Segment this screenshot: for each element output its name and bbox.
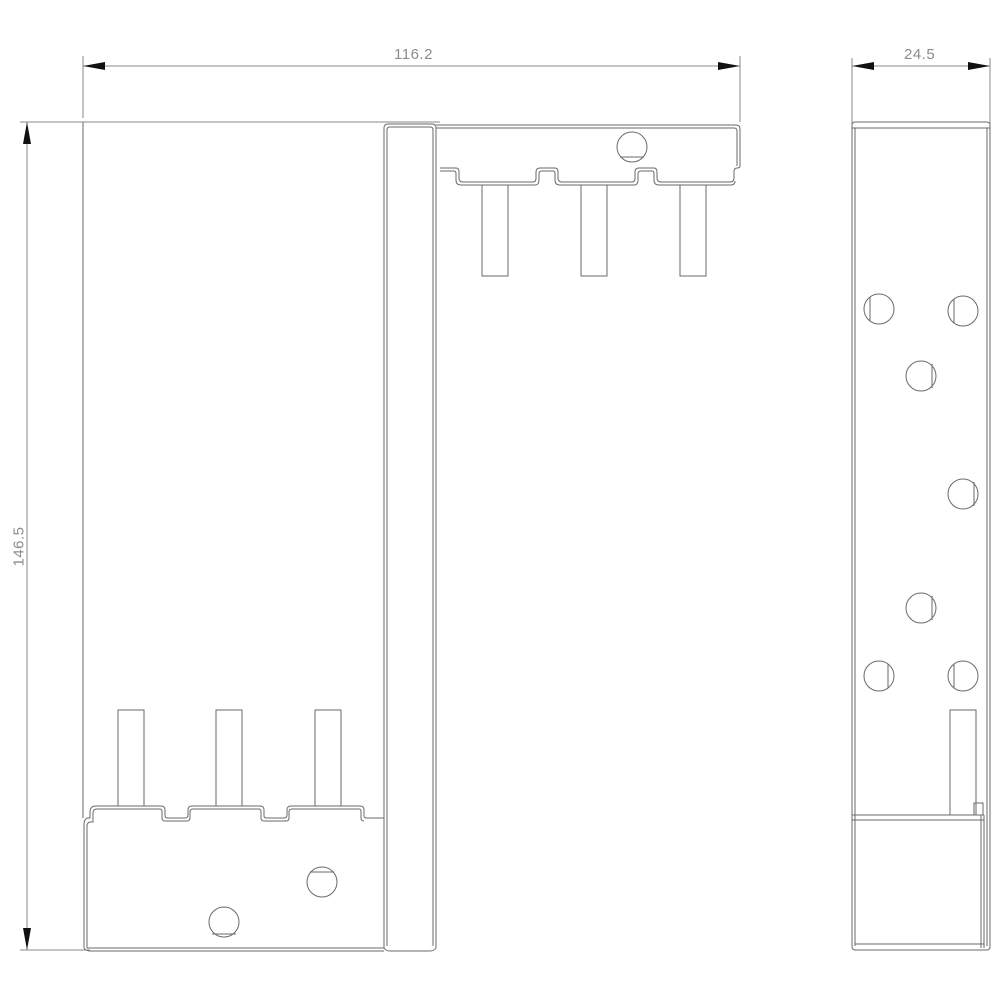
side-hole-2 (947, 295, 979, 327)
arrowhead-right-icon (718, 62, 740, 70)
upper-pin-3 (679, 184, 707, 277)
lower-pin-2 (215, 709, 243, 807)
arrowhead-left-icon (83, 62, 105, 70)
side-hole-3 (905, 360, 937, 392)
side-hole-4 (947, 478, 979, 510)
lower-pin-1 (117, 709, 145, 807)
front-view (82, 122, 741, 952)
side-hole-1 (863, 293, 895, 325)
side-hole-5 (905, 592, 937, 624)
arrowhead-up-icon (23, 122, 31, 144)
upper-bracket-hole (616, 131, 648, 163)
arrowhead-down-icon (23, 928, 31, 950)
width-dimension (82, 56, 741, 122)
upper-pin-2 (580, 184, 608, 277)
height-dimension-label: 146.5 (10, 526, 28, 567)
side-view (851, 121, 991, 951)
side-hole-7 (947, 660, 979, 692)
height-dimension (20, 121, 440, 951)
side-pin (949, 709, 977, 816)
width-dimension-label: 116.2 (394, 46, 433, 63)
lower-pin-3 (314, 709, 342, 807)
lower-bracket-hole-1 (306, 866, 338, 898)
depth-dimension (851, 58, 991, 124)
upper-pin-1 (481, 184, 509, 277)
lower-bracket-hole-2 (208, 906, 240, 938)
side-hole-6 (863, 660, 895, 692)
depth-dimension-label: 24.5 (904, 46, 936, 63)
